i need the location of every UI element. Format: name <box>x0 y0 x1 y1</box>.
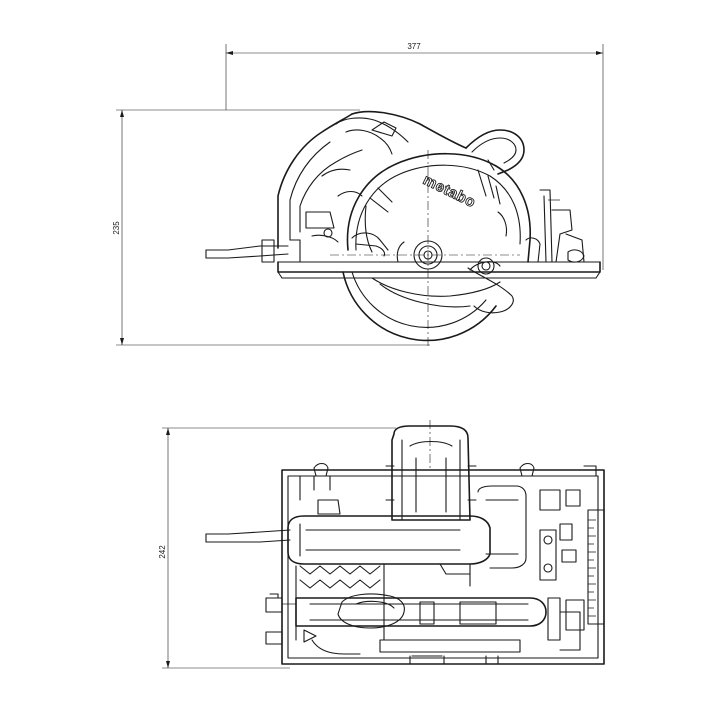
guard-ribs <box>295 565 385 641</box>
depth-adjustment-bracket <box>525 189 585 263</box>
power-cable-top <box>205 499 341 543</box>
dimension-length: 377 <box>225 42 604 270</box>
height-label: 235 <box>112 221 121 235</box>
width-label: 242 <box>158 545 167 559</box>
blade-centerlines <box>330 150 520 346</box>
upper-blade-guard: metabo <box>346 152 531 270</box>
dimension-width: 242 <box>158 427 396 669</box>
power-cable <box>205 239 301 263</box>
brand-logo: metabo <box>420 171 478 211</box>
guard-lever <box>351 232 389 257</box>
dimension-height: 235 <box>112 109 430 346</box>
handle-body-top <box>287 485 527 587</box>
front-handle <box>465 129 525 175</box>
motor-housing-top <box>385 420 477 521</box>
motor-and-rear-handle <box>277 110 467 249</box>
blade-section-top <box>265 593 581 655</box>
angle-scale <box>539 489 605 631</box>
top-view: 242 <box>158 420 605 669</box>
riving-knife-knob <box>469 257 501 275</box>
side-view: 377 235 <box>112 42 604 346</box>
base-plate <box>277 261 601 279</box>
lower-blade-guard <box>342 267 514 342</box>
length-label: 377 <box>407 42 421 51</box>
